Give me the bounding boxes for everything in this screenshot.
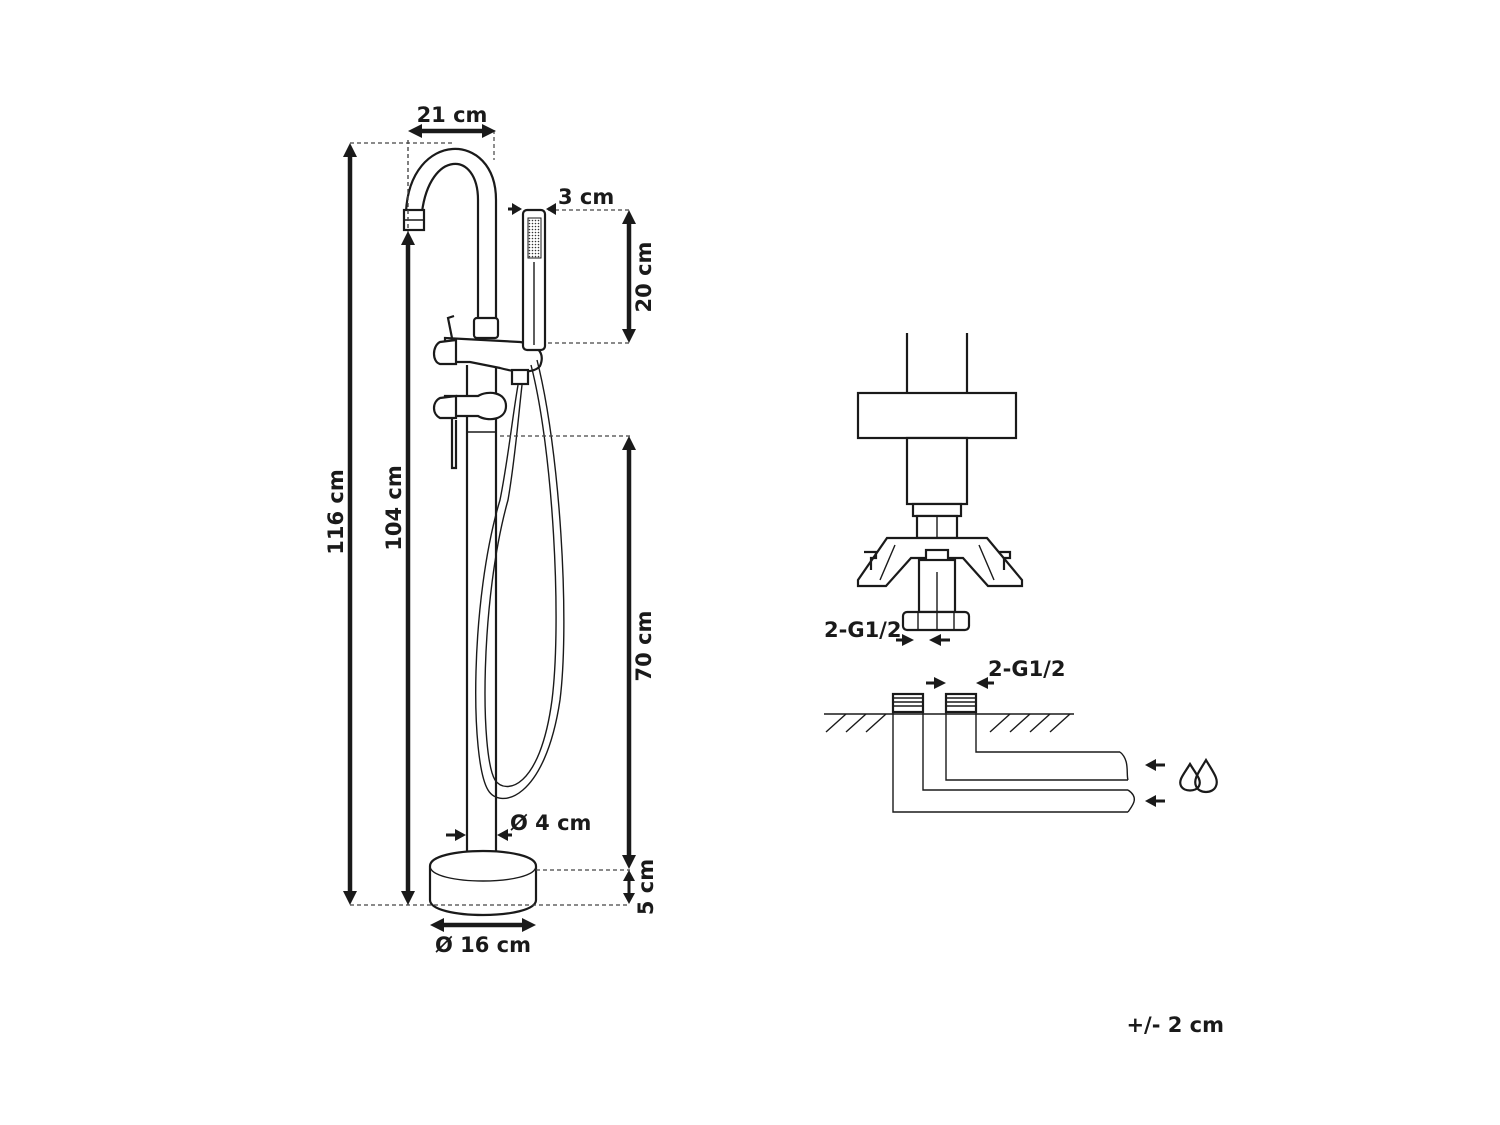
lower-handle-knob — [432, 394, 458, 420]
hose-outer — [475, 359, 565, 800]
lower-lever — [450, 418, 458, 470]
thread-stub-right — [944, 692, 978, 714]
anchor-left — [864, 550, 878, 570]
dim-total-height: 116 cm — [324, 143, 357, 905]
dim-base-height: 5 cm — [623, 859, 658, 915]
dim-base-diameter: Ø 16 cm — [430, 918, 536, 957]
base-pedestal — [428, 849, 538, 917]
label-total-height: 116 cm — [324, 469, 348, 554]
label-handshower-width: 3 cm — [558, 185, 614, 209]
label-base-height: 5 cm — [634, 859, 658, 915]
pipe-outer-1 — [892, 712, 1128, 813]
inlet-arrow-icon — [1145, 759, 1165, 807]
base-plate — [856, 391, 1018, 440]
pipe-inner-1 — [922, 712, 1128, 791]
dim-column-height: 70 cm — [622, 436, 656, 869]
label-base-diameter: Ø 16 cm — [435, 933, 531, 957]
dim-spout-reach: 21 cm — [408, 103, 496, 138]
faucet-side-view — [402, 147, 565, 917]
upper-lever — [446, 314, 455, 339]
diverter-body — [443, 391, 508, 421]
upper-handle-knob — [432, 338, 458, 366]
shower-head-grill — [527, 217, 542, 259]
label-thread-lower: 2-G1/2 — [988, 657, 1065, 681]
inlet-nuts — [901, 610, 971, 632]
thread-stub-left — [891, 692, 925, 714]
dim-handshower-length: 20 cm — [622, 210, 656, 343]
spout-collar — [472, 316, 500, 340]
anchor-right — [998, 550, 1012, 570]
label-spout-height: 104 cm — [382, 465, 406, 550]
label-thread-upper: 2-G1/2 — [824, 618, 901, 642]
hose-connector — [510, 368, 530, 386]
label-column-height: 70 cm — [632, 611, 656, 682]
dim-column-diameter: Ø 4 cm — [446, 811, 591, 841]
connection-detail: 2-G1/2 2-G1/2 — [824, 333, 1218, 813]
tolerance-note: +/- 2 cm — [1126, 1013, 1224, 1037]
pipe-outer-2 — [945, 712, 1128, 781]
water-drops-icon — [1179, 757, 1218, 794]
pipe-inner-2 — [975, 712, 1120, 753]
dim-handshower-width: 3 cm — [508, 185, 614, 215]
label-spout-reach: 21 cm — [417, 103, 488, 127]
floor-hatching — [825, 713, 1071, 733]
connector-body — [905, 436, 969, 506]
dim-spout-height: 104 cm — [382, 231, 415, 905]
label-handshower-length: 20 cm — [632, 242, 656, 313]
label-column-diameter: Ø 4 cm — [510, 811, 591, 835]
spout-inner — [420, 162, 480, 320]
spout-outer — [404, 147, 498, 320]
hose-inner — [484, 364, 557, 788]
